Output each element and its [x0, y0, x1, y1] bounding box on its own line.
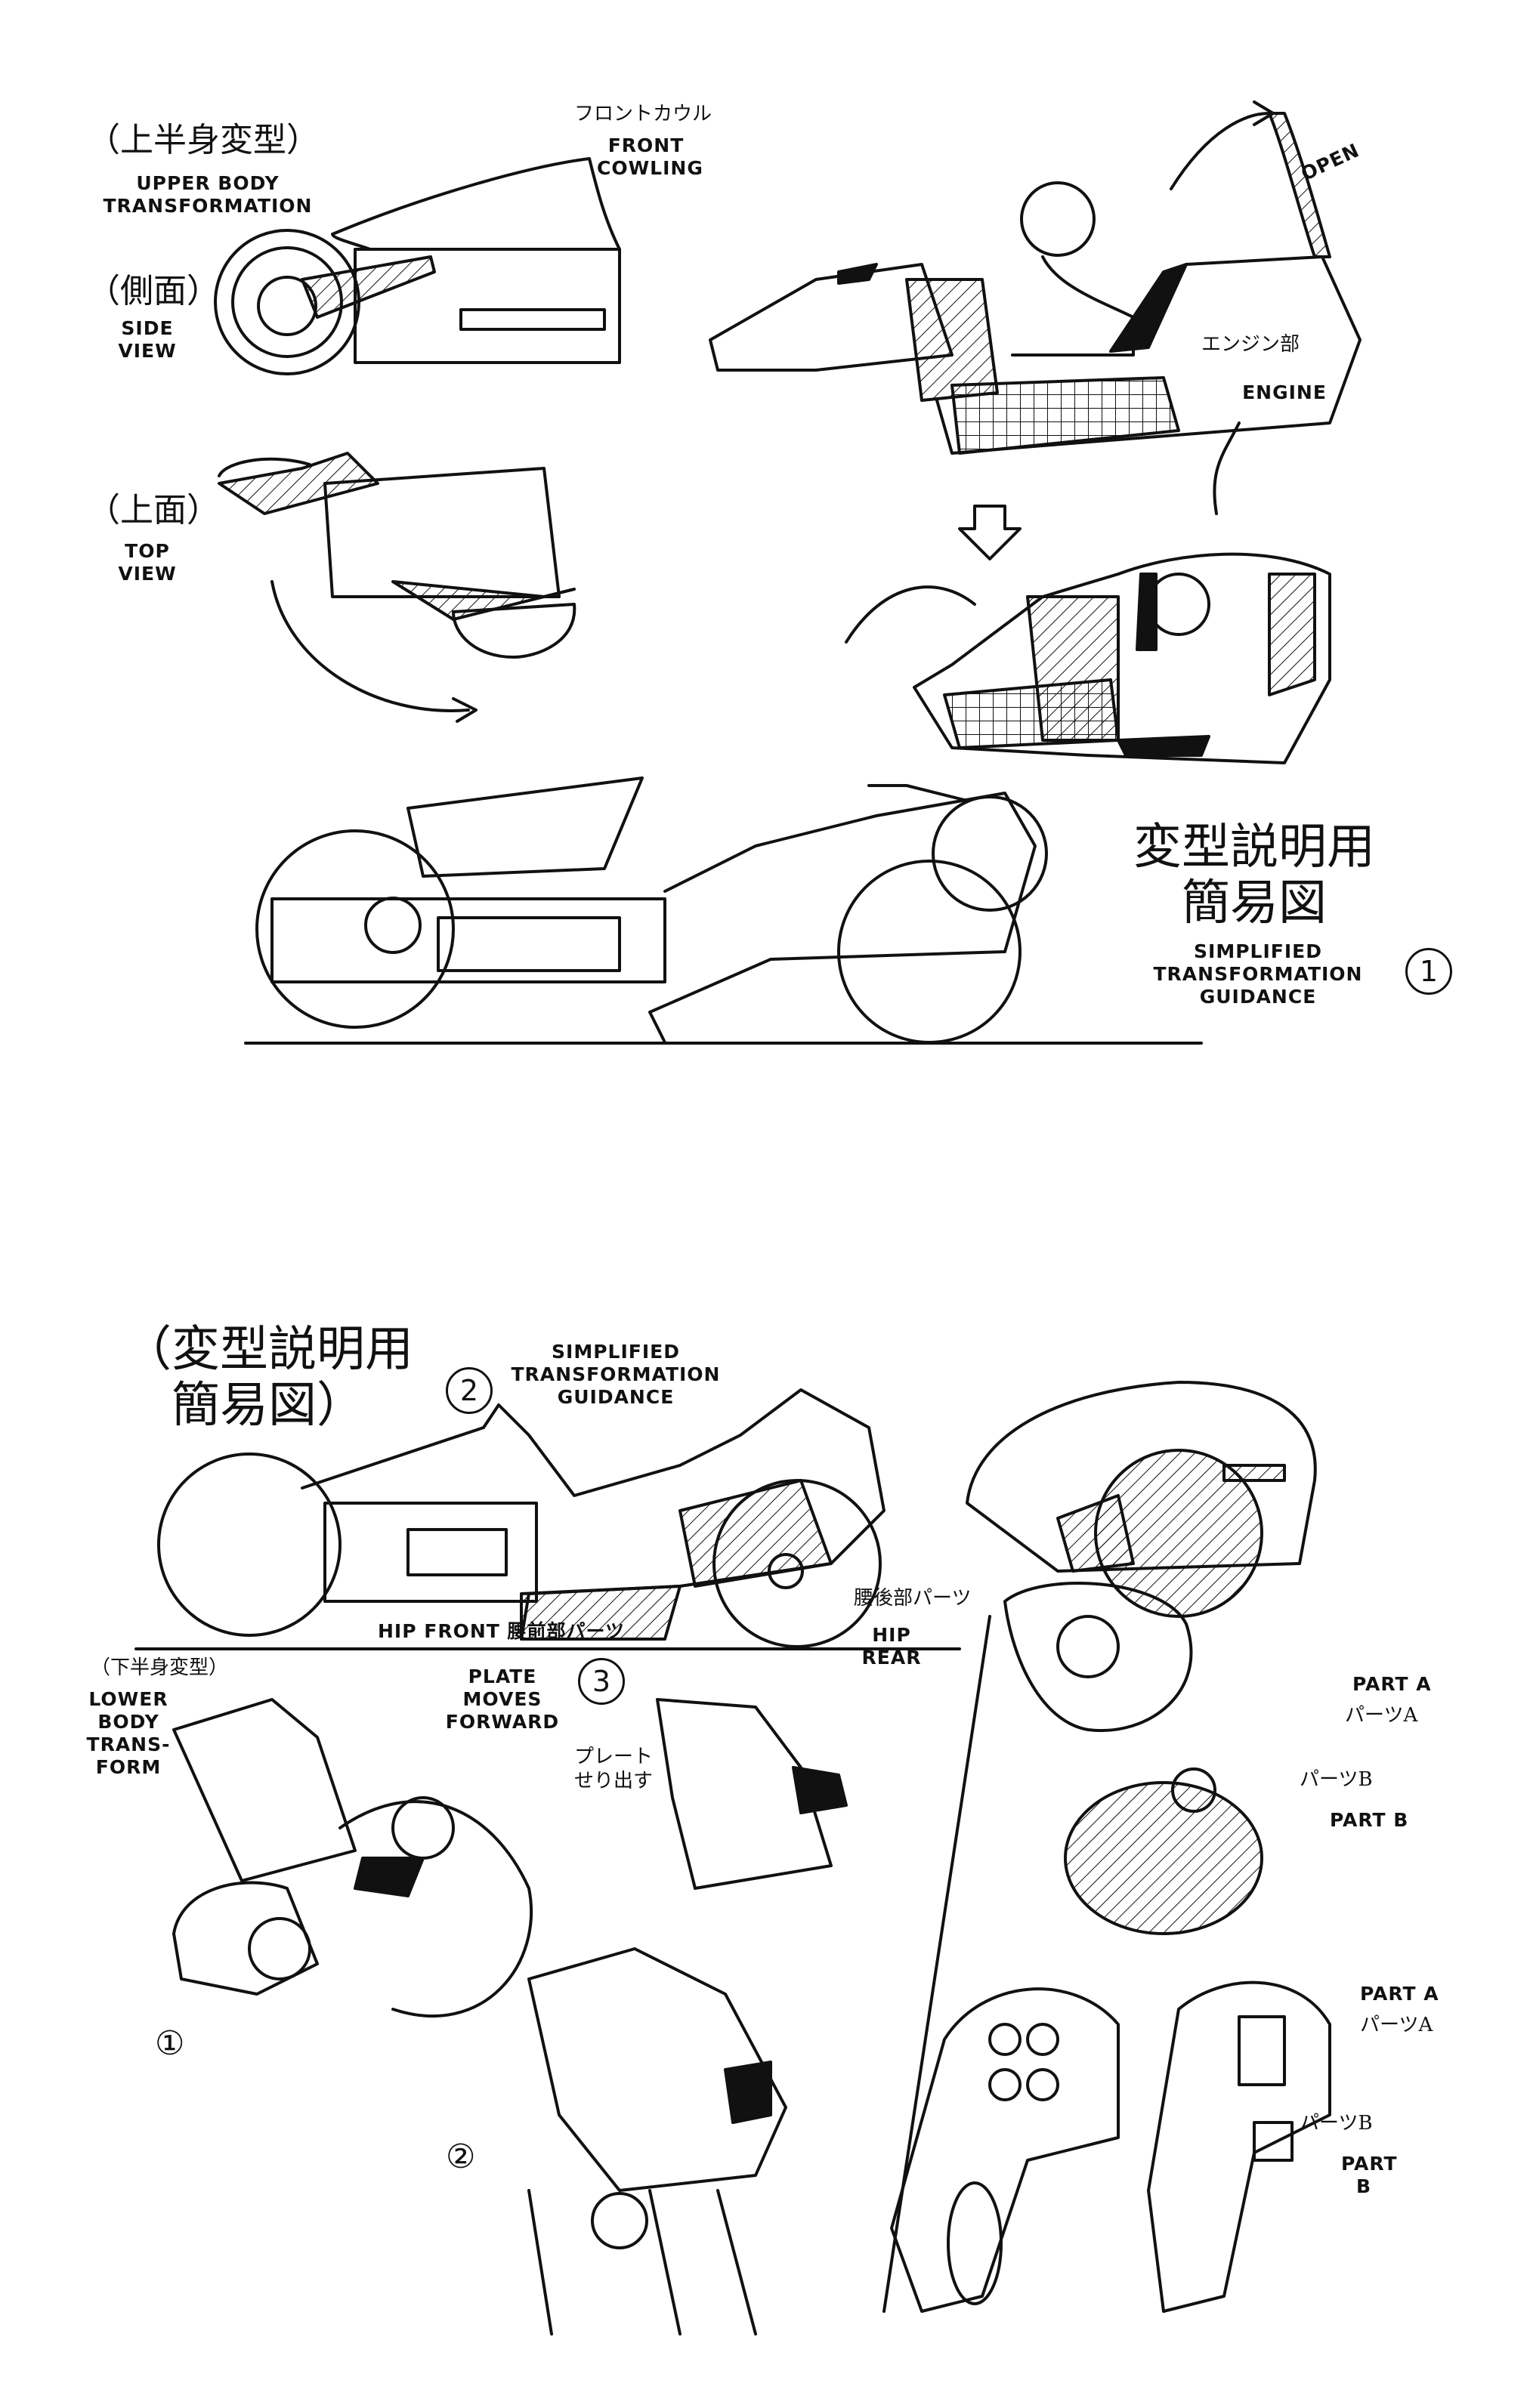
lower-title-jp: （下半身変型）	[91, 1656, 229, 1679]
bike-side-sketch	[244, 776, 1203, 1045]
hip-rear-jp: 腰後部パーツ	[854, 1587, 972, 1610]
plate-number: 3	[578, 1658, 625, 1705]
upper-title-en: UPPER BODY TRANSFORMATION	[103, 172, 313, 217]
part-b-en: PART B	[1330, 1809, 1409, 1831]
plate-jp: プレートせり出す	[574, 1746, 654, 1792]
side-view-en: SIDE VIEW	[118, 317, 177, 362]
open-cockpit-sketch	[709, 100, 1362, 455]
top-view-en: TOP VIEW	[118, 540, 177, 585]
part-b2-jp: パーツB	[1300, 2112, 1373, 2135]
hip-front-label: HIP FRONT 腰前部パーツ	[378, 1620, 626, 1642]
guide-en-2: SIMPLIFIED TRANSFORMATION GUIDANCE	[511, 1341, 721, 1408]
top-view-jp: （上面）	[87, 491, 220, 529]
leg-sketches	[172, 1615, 1331, 2335]
guide-number-2: 2	[446, 1367, 493, 1414]
engine-en: ENGINE	[1242, 381, 1327, 403]
bike-lower-guide-sketch	[134, 1388, 961, 1650]
closed-cockpit-sketch	[845, 421, 1331, 764]
guide-jp-2: （変型説明用 簡易図）	[106, 1322, 431, 1434]
robot-hip-sketch	[966, 1381, 1317, 1935]
down-arrow	[958, 505, 1022, 560]
step-2: ②	[446, 2138, 476, 2176]
guide-jp-2-line2: 簡易図）	[172, 1378, 365, 1434]
guide-jp-1: 変型説明用 簡易図	[1118, 820, 1390, 931]
side-view-sketch	[214, 157, 621, 375]
top-view-sketch	[218, 452, 576, 723]
lower-title-en: LOWER BODY TRANS-FORM	[86, 1688, 171, 1778]
part-b2-en: PART B	[1341, 2153, 1398, 2197]
part-a-jp: パーツA	[1345, 1704, 1418, 1727]
guide-jp-line2: 簡易図	[1182, 875, 1327, 931]
side-view-jp: （側面）	[87, 272, 220, 310]
part-b-jp: パーツB	[1300, 1768, 1373, 1791]
upper-title-jp: （上半身変型）	[87, 121, 320, 159]
front-cowling-jp: フロントカウル	[574, 103, 712, 125]
front-cowling-en: FRONT COWLING	[597, 134, 703, 179]
plate-en: PLATE MOVES FORWARD	[445, 1666, 560, 1733]
engine-jp: エンジン部	[1201, 333, 1300, 356]
page-number-1: 1	[1405, 948, 1452, 995]
guide-en-1: SIMPLIFIED TRANSFORMATION GUIDANCE	[1153, 940, 1363, 1008]
part-a2-en: PART A	[1360, 1983, 1439, 2005]
guide-jp-line1: 変型説明用	[1133, 820, 1375, 875]
part-a-en: PART A	[1352, 1673, 1432, 1695]
guide-jp-2-line1: （変型説明用	[123, 1322, 413, 1378]
step-1: ①	[155, 2024, 185, 2063]
part-a2-jp: パーツA	[1360, 2014, 1433, 2036]
hip-rear-en: HIP REAR	[861, 1624, 922, 1669]
